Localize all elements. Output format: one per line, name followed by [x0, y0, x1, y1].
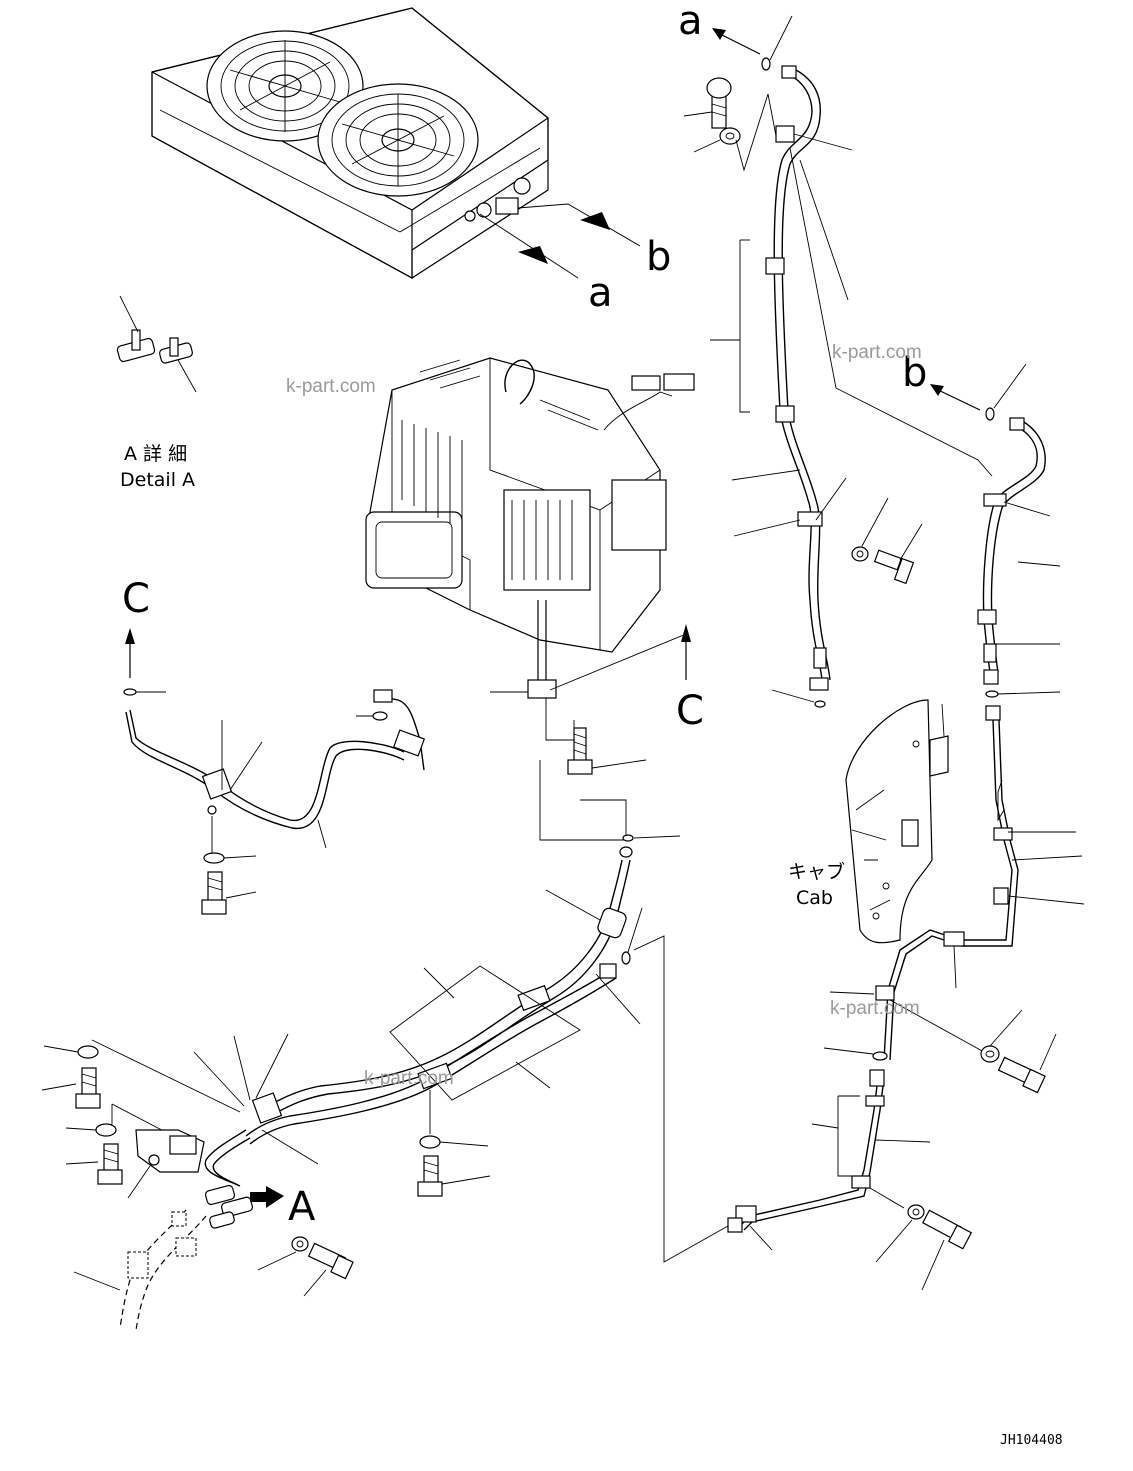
- top-right-hose: [683, 15, 993, 708]
- right-hose-b: [930, 363, 1061, 698]
- cab-panel: [845, 699, 949, 944]
- label-c-mid: C: [676, 688, 704, 734]
- label-a-mid: a: [588, 270, 613, 316]
- label-a-top: a: [678, 0, 703, 44]
- label-b-right: b: [902, 350, 927, 396]
- watermark-4: k-part.com: [830, 998, 920, 1019]
- label-cab-en: Cab: [796, 887, 833, 909]
- condenser-unit: [151, 7, 641, 280]
- watermark-3: k-part.com: [364, 1068, 454, 1089]
- label-cab-jp: キャブ: [788, 860, 845, 883]
- center-bottom-hose: [245, 834, 681, 1197]
- watermark-1: k-part.com: [286, 376, 376, 397]
- label-detail-a-jp: A 詳 細: [124, 443, 187, 465]
- condenser-fan-right: [317, 83, 479, 197]
- label-detail-a-en: Detail A: [120, 469, 195, 491]
- hvac-fins: [401, 359, 599, 580]
- bottom-left-bracket: [41, 1033, 354, 1331]
- arrow-c-left: [125, 628, 135, 678]
- left-hose-assembly: [123, 688, 426, 915]
- detail-a-fittings: [116, 295, 197, 393]
- drawing-code: JH104408: [1000, 1433, 1063, 1448]
- label-b-mid: b: [646, 234, 671, 280]
- label-a-detail-arrow: A: [288, 1184, 316, 1230]
- hvac-unit: [365, 357, 695, 699]
- condenser-fan-left: [206, 30, 364, 142]
- hvac-bolt: [539, 633, 687, 841]
- bottom-right-pipe: [633, 935, 973, 1291]
- right-lower-pipe: [823, 705, 1085, 1094]
- label-c-left: C: [122, 576, 150, 622]
- watermark-2: k-part.com: [832, 342, 922, 363]
- arrow-c-mid: [681, 624, 691, 680]
